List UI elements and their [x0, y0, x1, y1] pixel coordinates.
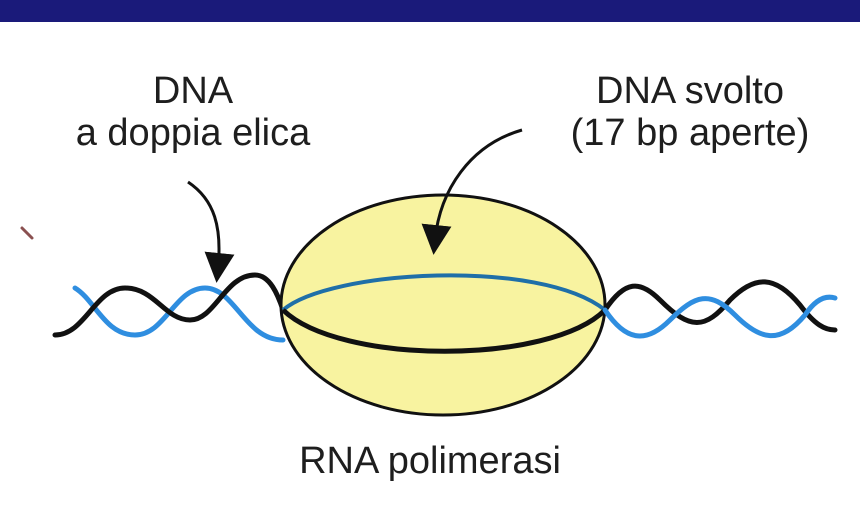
small-mark	[22, 228, 32, 238]
double-helix-arrow	[188, 182, 219, 268]
rna-polymerase-ellipse	[281, 195, 605, 415]
